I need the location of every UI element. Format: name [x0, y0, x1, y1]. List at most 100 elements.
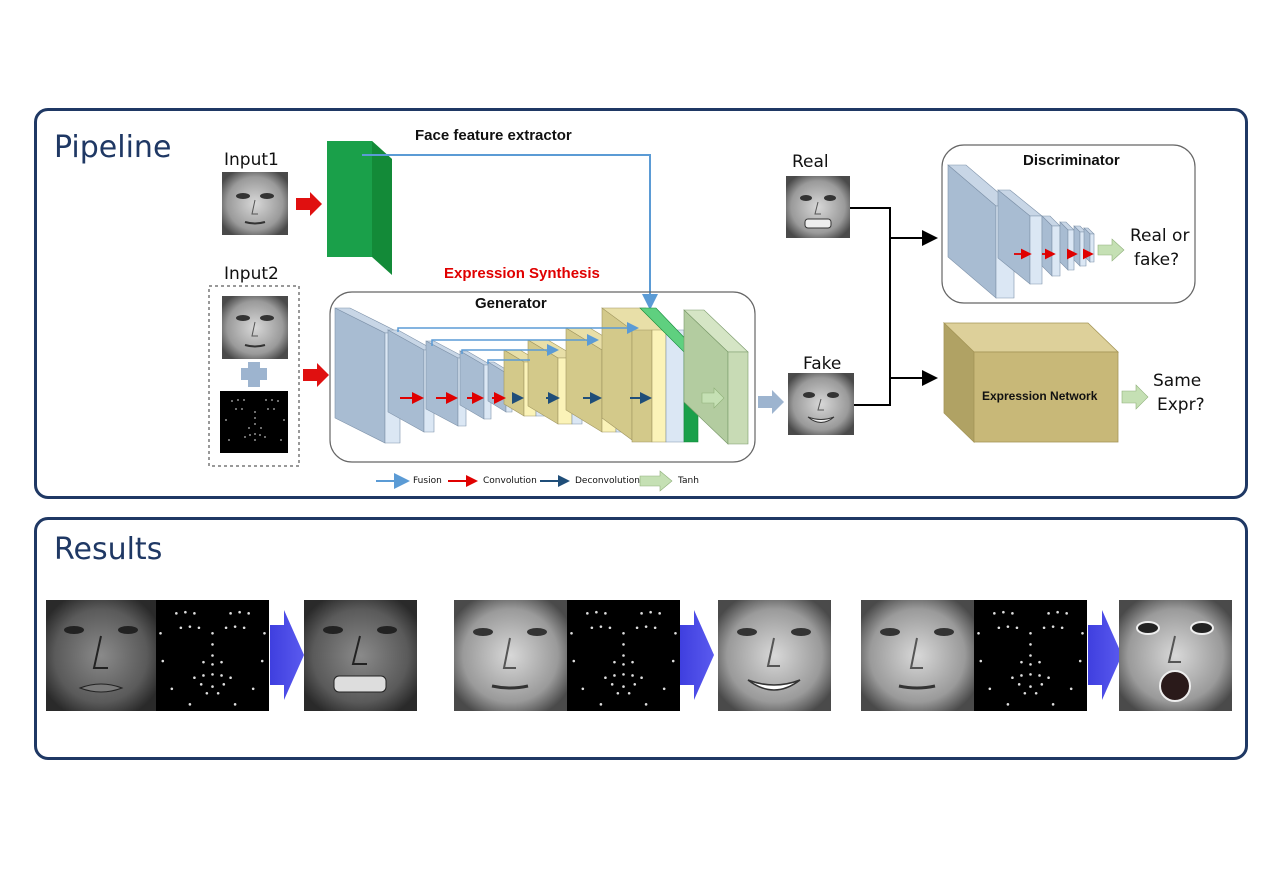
landmark-dot — [1078, 659, 1082, 663]
landmark-dot — [1002, 610, 1005, 614]
landmark-dot — [1029, 685, 1032, 688]
landmark-dot — [627, 691, 631, 695]
landmark-dot — [233, 703, 237, 706]
input2-box — [208, 285, 300, 467]
landmark-dot — [263, 632, 266, 635]
fusion-line-extractor — [362, 154, 658, 310]
landmark-dot — [1060, 626, 1064, 630]
landmark-dot — [610, 683, 614, 686]
face-feature-extractor-block — [327, 141, 392, 275]
generator-tanh-arrow-icon — [701, 387, 725, 409]
result1-output-face — [304, 600, 417, 711]
landmark-dot — [635, 626, 639, 630]
landmark-dot — [220, 660, 223, 664]
landmark-dot — [653, 626, 657, 630]
expression-network-block — [943, 322, 1119, 443]
landmark-dot — [1029, 654, 1032, 657]
discriminator-box — [941, 144, 1196, 304]
result1-source-face — [46, 600, 156, 711]
generator-encoder-layers — [334, 307, 514, 444]
fake-label: Fake — [803, 354, 842, 374]
landmark-dot — [205, 691, 209, 695]
result2-arrow-icon — [680, 610, 714, 700]
landmark-dot — [631, 660, 634, 664]
landmark-dot — [1047, 676, 1050, 679]
landmark-dot — [211, 632, 214, 635]
expression-network-label: Expression Network — [982, 389, 1098, 403]
landmark-dot — [608, 626, 612, 630]
landmark-dot — [1029, 643, 1032, 646]
result3-source-face — [861, 600, 974, 711]
landmark-dot — [188, 625, 192, 628]
landmark-dot — [247, 612, 250, 615]
landmark-dot — [1011, 612, 1014, 615]
landmark-dot — [159, 632, 162, 635]
landmark-dot — [1020, 660, 1023, 664]
landmark-dot — [175, 612, 178, 615]
landmark-dot — [1047, 612, 1050, 615]
landmark-dot — [640, 676, 643, 679]
landmark-dot — [211, 673, 214, 676]
landmark-dot — [1029, 663, 1032, 666]
legend-fusion-label: Fusion — [413, 476, 442, 486]
landmark-dot — [184, 610, 187, 614]
landmark-dot — [622, 632, 625, 635]
landmark-dot — [1006, 703, 1010, 706]
landmark-dot — [1056, 610, 1059, 614]
result2-output-face — [718, 600, 831, 711]
discriminator-tanh-arrow-icon — [1097, 238, 1125, 262]
landmark-dot — [202, 674, 205, 677]
landmark-dot — [622, 673, 625, 676]
landmark-dot — [631, 674, 634, 677]
landmark-dot — [590, 626, 594, 630]
landmark-dot — [1040, 683, 1044, 686]
landmark-dot — [1081, 632, 1084, 635]
landmark-dot — [1065, 612, 1068, 615]
fake-face-image — [788, 373, 854, 435]
expression-tanh-arrow-icon — [1121, 384, 1149, 410]
landmark-dot — [1020, 674, 1023, 677]
landmark-dot — [604, 612, 607, 615]
landmark-dot — [161, 659, 165, 663]
landmark-dot — [988, 687, 992, 691]
landmark-dot — [613, 660, 616, 664]
discriminator-output-line1: Real or — [1130, 226, 1190, 246]
landmark-dot — [622, 685, 625, 688]
landmark-dot — [233, 625, 237, 628]
landmark-dot — [1017, 683, 1021, 686]
landmark-dot — [622, 643, 625, 646]
landmark-dot — [1029, 673, 1032, 676]
landmark-dot — [644, 625, 648, 628]
real-face-image — [786, 176, 850, 238]
landmark-dot — [211, 654, 214, 657]
input2-landmark-image — [220, 391, 288, 453]
landmark-dot — [260, 659, 264, 663]
landmark-dot — [671, 659, 675, 663]
landmark-dot — [229, 676, 232, 679]
generator-decoder-layers — [502, 307, 749, 445]
landmark-dot — [644, 703, 648, 706]
discriminator-layers — [947, 164, 1095, 299]
landmark-dot — [1038, 674, 1041, 677]
landmark-dot — [1023, 691, 1027, 695]
landmark-dot — [1015, 626, 1019, 630]
landmark-dot — [1051, 703, 1055, 706]
legend — [376, 470, 673, 492]
landmark-dot — [622, 654, 625, 657]
landmark-dot — [977, 632, 980, 635]
landmark-dot — [222, 683, 226, 686]
landmark-dot — [1042, 626, 1046, 630]
landmark-dot — [224, 626, 228, 630]
landmark-dot — [211, 685, 214, 688]
input1-face-image — [222, 172, 288, 235]
landmark-dot — [640, 612, 643, 615]
discriminator-output-line2: fake? — [1134, 250, 1180, 270]
landmark-dot — [1051, 625, 1055, 628]
input1-label: Input1 — [224, 150, 279, 170]
landmark-dot — [202, 660, 205, 664]
landmark-dot — [658, 612, 661, 615]
landmark-dot — [581, 687, 585, 691]
landmark-dot — [993, 612, 996, 615]
landmark-dot — [649, 610, 652, 614]
results-title: Results — [54, 532, 163, 567]
